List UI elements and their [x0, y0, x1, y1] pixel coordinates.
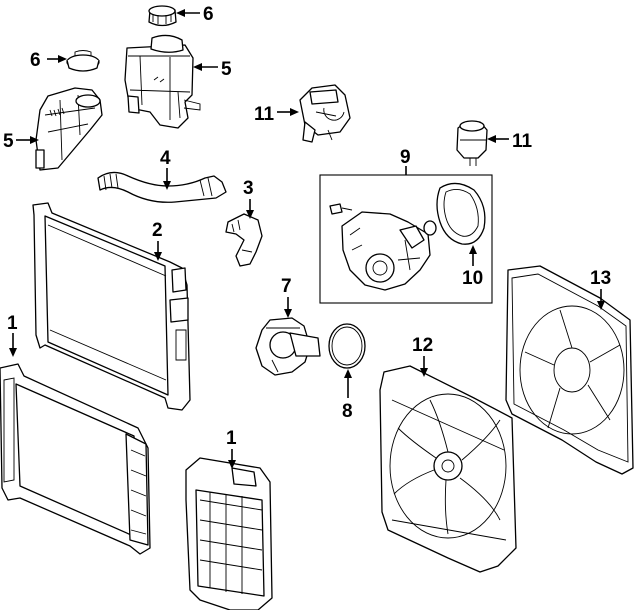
part-water-pump: [341, 211, 431, 291]
part-auxiliary-pump-upper: [299, 84, 351, 143]
callout-8: 8: [342, 401, 353, 422]
callout-13: 13: [590, 268, 611, 289]
callout-4: 4: [160, 148, 171, 169]
part-auxiliary-radiator-left: [0, 363, 151, 555]
part-o-ring-small: [423, 220, 437, 236]
callout-9: 9: [400, 147, 411, 168]
callout-10: 10: [462, 268, 483, 289]
callout-12: 12: [412, 335, 433, 356]
callout-11-upper: 11: [254, 104, 275, 125]
callout-1-left: 1: [7, 313, 18, 334]
callout-7: 7: [281, 276, 292, 297]
part-reservoir-cap-top: [148, 5, 177, 27]
part-gasket: [436, 182, 486, 245]
part-expansion-tank-top: [124, 34, 201, 129]
callout-5-left: 5: [3, 131, 14, 152]
part-o-ring: [328, 323, 366, 369]
callout-3: 3: [243, 178, 254, 199]
part-auxiliary-pump-right: [456, 120, 488, 166]
callout-2: 2: [152, 220, 163, 241]
part-radiator: [32, 202, 191, 411]
part-expansion-tank-left: [35, 87, 103, 171]
part-fan-shroud: [505, 265, 634, 475]
part-cooling-fan: [379, 365, 517, 573]
callout-5-top: 5: [221, 59, 232, 80]
part-auxiliary-radiator-bottom: [185, 457, 273, 610]
part-thermostat: [255, 317, 321, 376]
callout-1-bottom: 1: [226, 428, 237, 449]
part-small-cap-left: [66, 50, 100, 72]
callout-11-right: 11: [512, 131, 533, 152]
part-temperature-sensor: [329, 203, 353, 215]
part-radiator-hose: [97, 171, 227, 203]
callout-6-top: 6: [203, 4, 214, 25]
part-coolant-hose-elbow: [225, 213, 263, 267]
callout-6-left: 6: [30, 50, 41, 71]
